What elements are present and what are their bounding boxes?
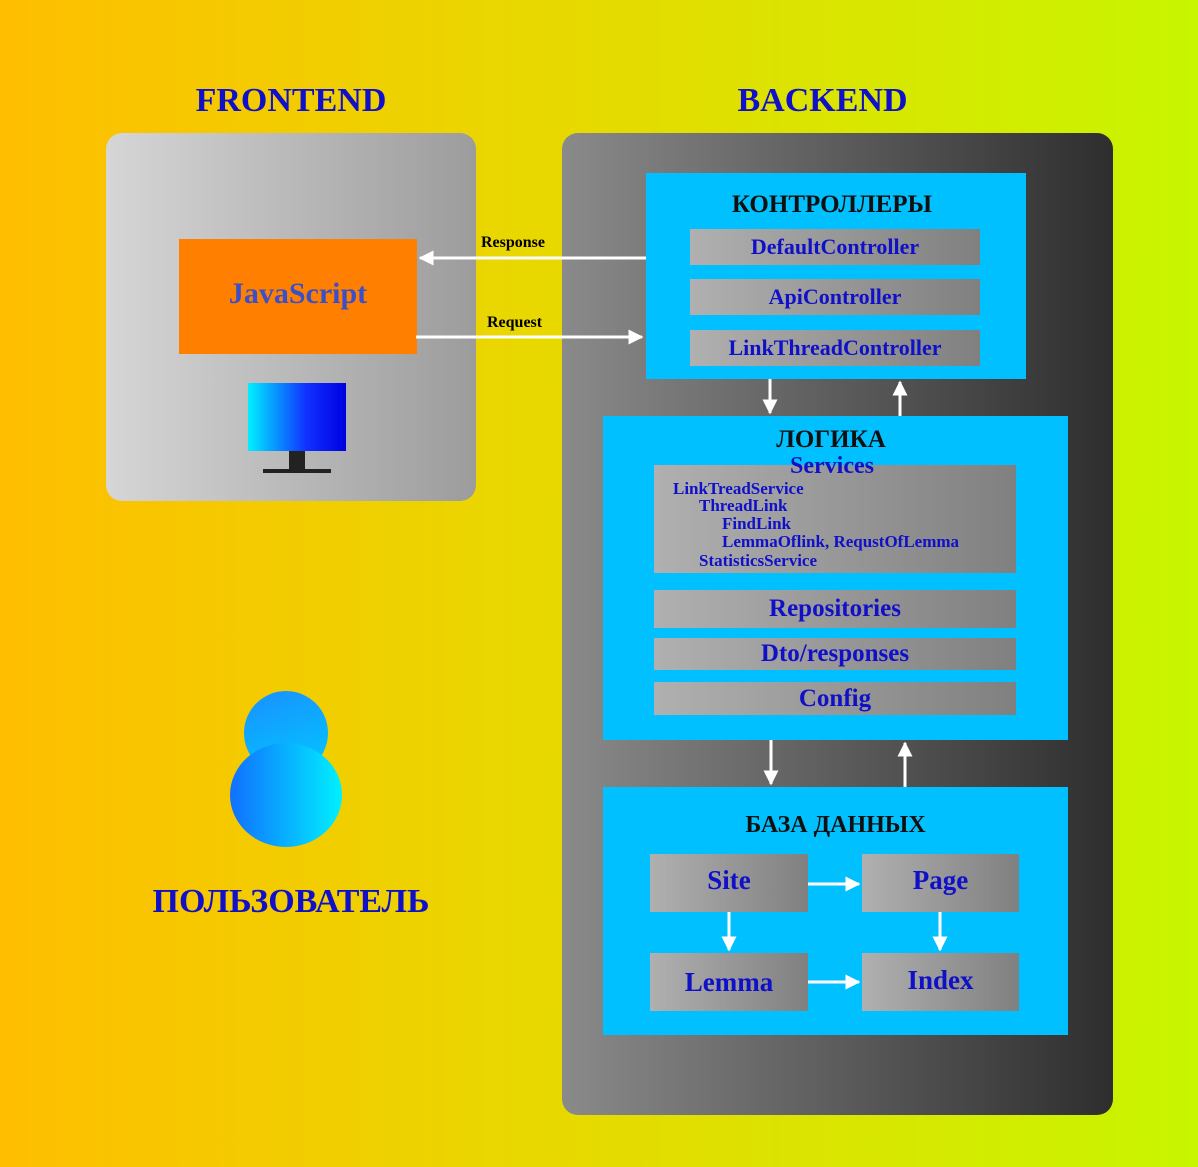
controller-linkthread: LinkThreadController bbox=[690, 330, 980, 366]
table-lemma: Lemma bbox=[650, 953, 808, 1011]
backend-heading: BACKEND bbox=[737, 82, 908, 119]
service-linktread: LinkTreadService bbox=[673, 479, 804, 498]
service-threadlink: ThreadLink bbox=[699, 496, 788, 515]
controller-default: DefaultController bbox=[690, 229, 980, 265]
service-findlink: FindLink bbox=[722, 514, 791, 533]
logic-dto: Dto/responses bbox=[654, 638, 1016, 670]
request-label: Request bbox=[487, 314, 543, 331]
logic-title: ЛОГИКА bbox=[776, 426, 886, 453]
table-index: Index bbox=[862, 953, 1019, 1011]
logic-repositories: Repositories bbox=[654, 590, 1016, 628]
service-lemma: LemmaOflink, RequstOfLemma bbox=[722, 532, 960, 551]
logic-config: Config bbox=[654, 682, 1016, 715]
service-statistics: StatisticsService bbox=[699, 551, 818, 570]
table-site: Site bbox=[650, 854, 808, 912]
table-page: Page bbox=[862, 854, 1019, 912]
user-icon bbox=[230, 691, 342, 849]
frontend-heading: FRONTEND bbox=[195, 82, 387, 119]
database-title: БАЗА ДАННЫХ bbox=[745, 812, 926, 838]
monitor-icon bbox=[248, 383, 348, 475]
response-label: Response bbox=[481, 234, 546, 251]
services-title: Services bbox=[790, 453, 874, 479]
javascript-box: JavaScript bbox=[179, 239, 417, 354]
controllers-title: КОНТРОЛЛЕРЫ bbox=[731, 191, 933, 218]
controller-api: ApiController bbox=[690, 279, 980, 315]
user-label: ПОЛЬЗОВАТЕЛЬ bbox=[152, 883, 430, 920]
services-box bbox=[654, 465, 1016, 573]
